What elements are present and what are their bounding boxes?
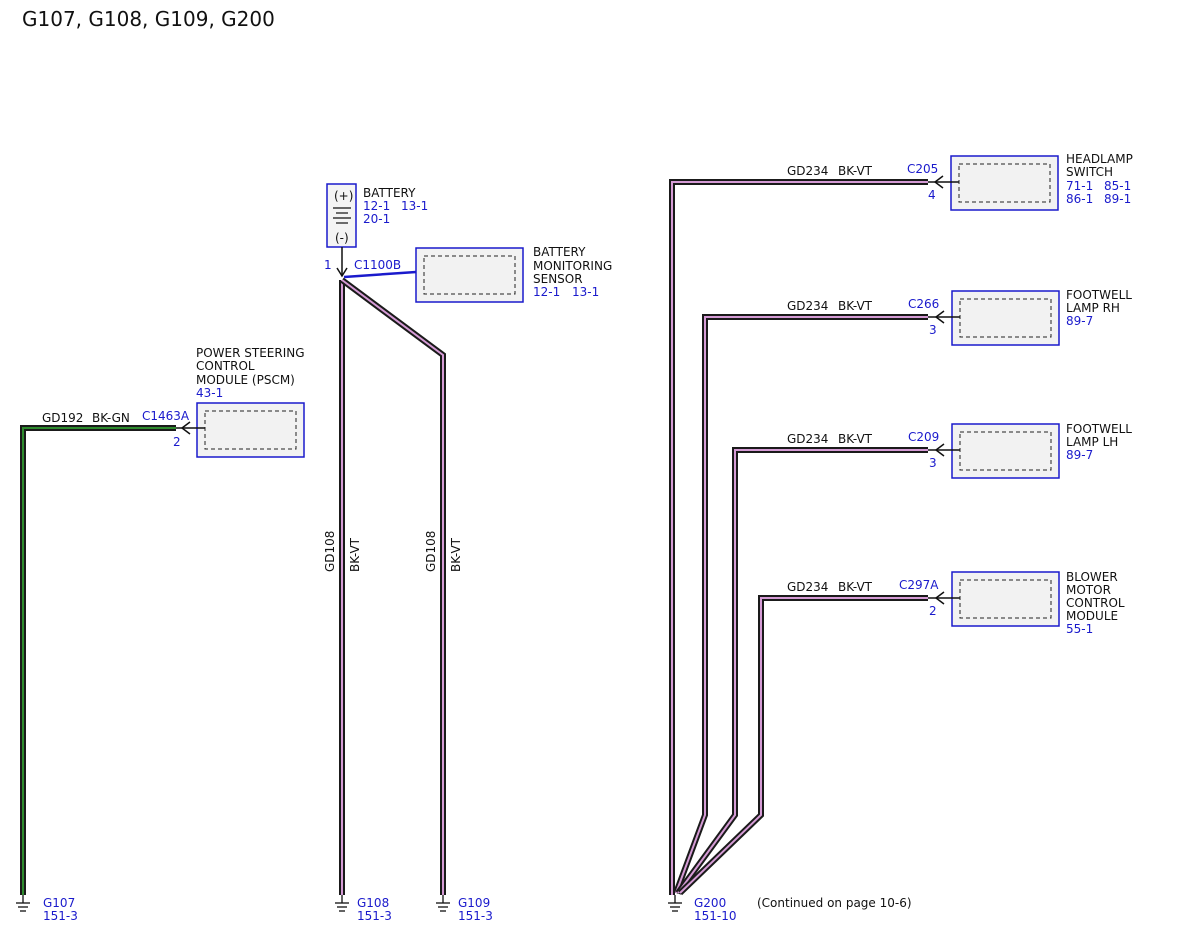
page-title: G107, G108, G109, G200 xyxy=(22,7,275,31)
headlamp-switch[interactable] xyxy=(950,155,1059,211)
battery-symbol[interactable]: (+) (-) xyxy=(326,183,357,278)
footwell-lamp-lh-ref[interactable]: 89-7 xyxy=(1066,448,1093,462)
pscm-circuit: GD192 xyxy=(42,411,83,425)
pscm-name-line: MODULE (PSCM) xyxy=(196,373,295,387)
headlamp-switch-name-line: SWITCH xyxy=(1066,165,1113,179)
blower-motor-circuit: GD234 xyxy=(787,580,828,594)
wire-gd192[interactable] xyxy=(20,425,176,895)
wire-gd234-c266[interactable] xyxy=(673,314,928,895)
footwell-lamp-lh-circuit: GD234 xyxy=(787,432,828,446)
headlamp-switch-circuit: GD234 xyxy=(787,164,828,178)
footwell-lamp-rh-name-line: LAMP RH xyxy=(1066,301,1120,315)
wire-gd234-c205[interactable] xyxy=(669,179,928,895)
pscm-pin: 2 xyxy=(173,435,181,449)
g109-circuit: GD108 xyxy=(424,531,438,572)
ground-symbol-g109 xyxy=(436,895,450,912)
sensor-name-line: SENSOR xyxy=(533,272,583,286)
footwell-lamp-rh-ref[interactable]: 89-7 xyxy=(1066,314,1093,328)
headlamp-switch-wire-color: BK-VT xyxy=(838,164,873,178)
footwell-lamp-lh-pin: 3 xyxy=(929,456,937,470)
blower-motor-pin: 2 xyxy=(929,604,937,618)
ground-ref[interactable]: 151-3 xyxy=(43,909,78,923)
continued-note: (Continued on page 10-6) xyxy=(757,896,912,910)
ground-ref[interactable]: 151-3 xyxy=(357,909,392,923)
g108-wire-color: BK-VT xyxy=(348,537,362,572)
g109-wire-color: BK-VT xyxy=(449,537,463,572)
blower-motor-name-line: MODULE xyxy=(1066,609,1118,623)
headlamp-switch-ref[interactable]: 71-1 xyxy=(1066,179,1093,193)
headlamp-switch-pin: 4 xyxy=(928,188,936,202)
g108-circuit: GD108 xyxy=(323,531,337,572)
blower-motor-name-line: MOTOR xyxy=(1066,583,1111,597)
sensor-name-line: MONITORING xyxy=(533,259,612,273)
pscm-pin-arrow xyxy=(176,421,205,435)
footwell-lamp-rh-circuit: GD234 xyxy=(787,299,828,313)
footwell-lamp-lh-pin-arrow xyxy=(928,443,960,457)
ground-symbol-g108 xyxy=(335,895,349,912)
blower-motor-pin-arrow xyxy=(928,591,960,605)
wire-gd234-c297a[interactable] xyxy=(677,595,928,896)
blower-motor-connector[interactable]: C297A xyxy=(899,578,939,592)
footwell-lamp-rh-pin: 3 xyxy=(929,323,937,337)
sensor-ref[interactable]: 13-1 xyxy=(572,285,599,299)
battery-pin: 1 xyxy=(324,258,332,272)
footwell-lamp-rh-connector[interactable]: C266 xyxy=(908,297,939,311)
wire-gd108-g109[interactable] xyxy=(340,277,446,895)
battery-ref[interactable]: 12-1 xyxy=(363,199,390,213)
footwell-lamp-rh-pin-arrow xyxy=(928,310,960,324)
headlamp-switch-ref[interactable]: 89-1 xyxy=(1104,192,1131,206)
headlamp-switch-connector[interactable]: C205 xyxy=(907,162,938,176)
battery-plus-label: (+) xyxy=(334,189,353,203)
headlamp-switch-pin-arrow xyxy=(928,175,959,189)
ground-ref[interactable]: 151-3 xyxy=(458,909,493,923)
battery-ref[interactable]: 20-1 xyxy=(363,212,390,226)
pscm-name-line: POWER STEERING xyxy=(196,346,305,360)
battery-label: BATTERY xyxy=(363,186,416,200)
blower-motor-name-line: BLOWER xyxy=(1066,570,1118,584)
battery-connector[interactable]: C1100B xyxy=(354,258,401,272)
ground-symbol-g107 xyxy=(16,895,30,912)
footwell-lamp-lh-name-line: FOOTWELL xyxy=(1066,422,1132,436)
wire-gd234-c209[interactable] xyxy=(675,447,928,895)
headlamp-switch-name-line: HEADLAMP xyxy=(1066,152,1133,166)
sensor-ref[interactable]: 12-1 xyxy=(533,285,560,299)
battery-ref[interactable]: 13-1 xyxy=(401,199,428,213)
battery-minus-label: (-) xyxy=(335,231,349,245)
blower-motor-control-module[interactable] xyxy=(951,571,1060,627)
pscm-module[interactable] xyxy=(196,402,305,458)
sensor-link-wire xyxy=(343,270,417,279)
headlamp-switch-ref[interactable]: 85-1 xyxy=(1104,179,1131,193)
ground-name[interactable]: G107 xyxy=(43,896,75,910)
pscm-connector[interactable]: C1463A xyxy=(142,409,190,423)
blower-motor-name-line: CONTROL xyxy=(1066,596,1125,610)
pscm-name-line: CONTROL xyxy=(196,359,255,373)
ground-name[interactable]: G108 xyxy=(357,896,389,910)
footwell-lamp-lh[interactable] xyxy=(951,423,1060,479)
sensor-name-line: BATTERY xyxy=(533,245,586,259)
footwell-lamp-lh-name-line: LAMP LH xyxy=(1066,435,1118,449)
blower-motor-ref[interactable]: 55-1 xyxy=(1066,622,1093,636)
pscm-wire-color: BK-GN xyxy=(92,411,130,425)
ground-name[interactable]: G200 xyxy=(694,896,726,910)
pscm-ref[interactable]: 43-1 xyxy=(196,386,223,400)
footwell-lamp-rh[interactable] xyxy=(951,290,1060,346)
footwell-lamp-rh-name-line: FOOTWELL xyxy=(1066,288,1132,302)
footwell-lamp-rh-wire-color: BK-VT xyxy=(838,299,873,313)
footwell-lamp-lh-connector[interactable]: C209 xyxy=(908,430,939,444)
headlamp-switch-ref[interactable]: 86-1 xyxy=(1066,192,1093,206)
ground-ref[interactable]: 151-10 xyxy=(694,909,737,923)
battery-monitoring-sensor[interactable] xyxy=(415,247,524,303)
footwell-lamp-lh-wire-color: BK-VT xyxy=(838,432,873,446)
blower-motor-wire-color: BK-VT xyxy=(838,580,873,594)
ground-symbol-g200 xyxy=(668,895,682,912)
ground-name[interactable]: G109 xyxy=(458,896,490,910)
